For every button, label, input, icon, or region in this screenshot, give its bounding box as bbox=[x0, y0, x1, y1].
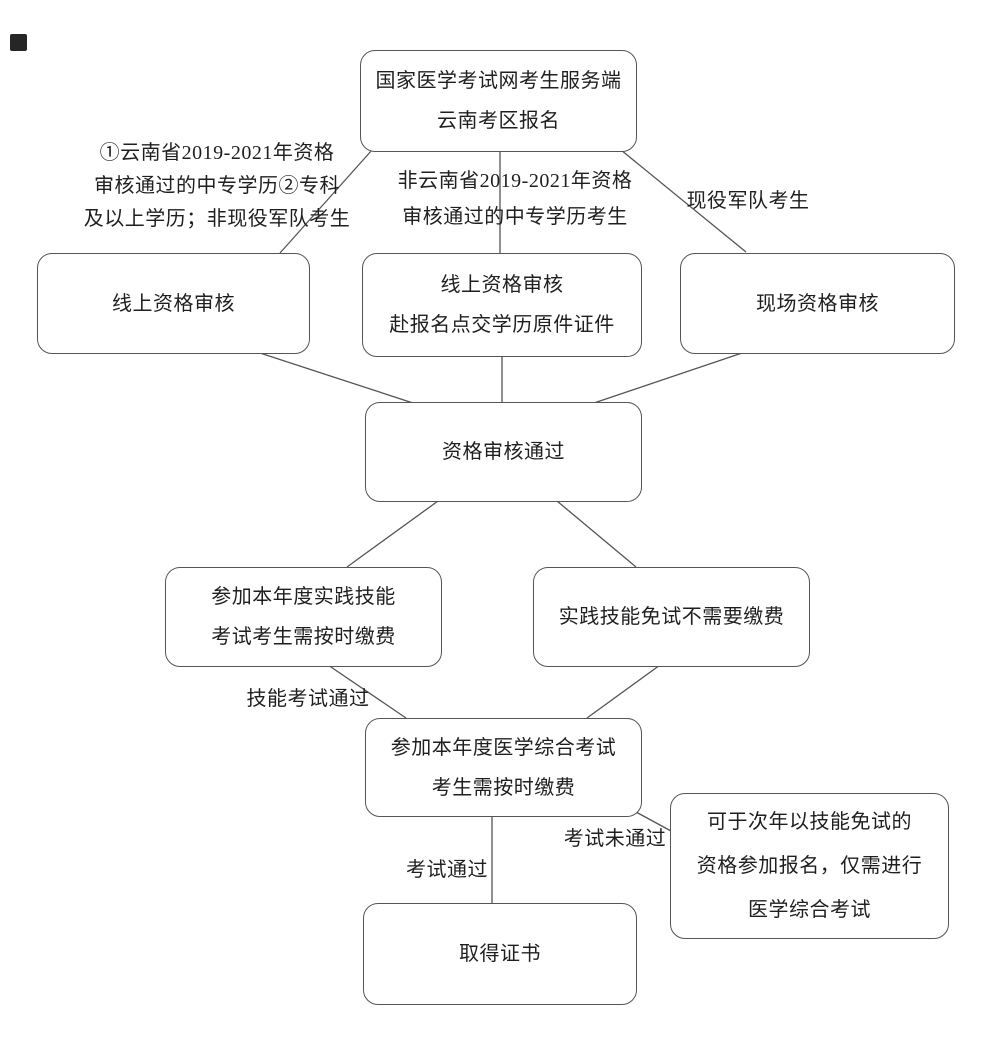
node-skill-exam-pay: 参加本年度实践技能 考试考生需按时缴费 bbox=[165, 567, 442, 667]
node-portal-line2: 云南考区报名 bbox=[437, 110, 560, 132]
node-review-passed: 资格审核通过 bbox=[365, 402, 642, 502]
edge-portal-to-online bbox=[279, 149, 373, 254]
label-mid-condition-line1: 非云南省2019-2021年资格 bbox=[397, 170, 633, 192]
edge-skill-exam-to-medical bbox=[327, 664, 407, 719]
edge-medical-to-retry bbox=[635, 811, 672, 832]
label-mid-condition-line2: 审核通过的中专学历考生 bbox=[402, 206, 628, 228]
edge-skill-exempt-to-medical bbox=[586, 664, 661, 719]
node-retry-next-year-line3: 医学综合考试 bbox=[748, 899, 871, 921]
node-retry-next-year-line1: 可于次年以技能免试的 bbox=[707, 811, 912, 833]
node-skill-exempt-line1: 实践技能免试不需要缴费 bbox=[558, 606, 785, 628]
label-right-condition: 现役军队考生 bbox=[686, 190, 810, 212]
edge-passed-to-skill-exam bbox=[346, 500, 439, 568]
label-left-condition: ①云南省2019-2021年资格 审核通过的中专学历②专科 及以上学历；非现役军… bbox=[62, 137, 372, 236]
label-exam-passed: 考试通过 bbox=[406, 859, 488, 881]
label-skill-passed: 技能考试通过 bbox=[246, 688, 370, 710]
node-medical-exam-pay: 参加本年度医学综合考试 考生需按时缴费 bbox=[365, 718, 642, 817]
node-portal-line1: 国家医学考试网考生服务端 bbox=[375, 70, 622, 92]
corner-mark-square bbox=[10, 34, 27, 51]
node-online-review: 线上资格审核 bbox=[37, 253, 310, 354]
label-mid-condition: 非云南省2019-2021年资格 审核通过的中专学历考生 bbox=[380, 163, 650, 235]
node-skill-exempt: 实践技能免试不需要缴费 bbox=[533, 567, 810, 667]
node-medical-exam-pay-line2: 考生需按时缴费 bbox=[431, 776, 576, 799]
node-retry-next-year-line2: 资格参加报名，仅需进行 bbox=[696, 855, 923, 877]
label-exam-failed: 考试未通过 bbox=[563, 828, 667, 850]
node-skill-exam-pay-line1: 参加本年度实践技能 bbox=[211, 586, 396, 608]
node-online-review-submit-line2: 赴报名点交学历原件证件 bbox=[389, 314, 615, 336]
label-left-condition-line1: ①云南省2019-2021年资格 bbox=[99, 142, 335, 164]
node-onsite-review-line1: 现场资格审核 bbox=[756, 292, 879, 315]
node-certificate-line1: 取得证书 bbox=[459, 943, 541, 965]
label-left-condition-line3: 及以上学历；非现役军队考生 bbox=[83, 208, 351, 230]
node-onsite-review: 现场资格审核 bbox=[680, 253, 955, 354]
node-certificate: 取得证书 bbox=[363, 903, 637, 1005]
label-left-condition-line2: 审核通过的中专学历②专科 bbox=[94, 175, 340, 197]
edge-passed-to-skill-exempt bbox=[556, 500, 637, 568]
node-online-review-line1: 线上资格审核 bbox=[112, 292, 235, 315]
edge-online-to-passed bbox=[259, 352, 414, 404]
node-portal: 国家医学考试网考生服务端 云南考区报名 bbox=[360, 50, 637, 152]
node-retry-next-year: 可于次年以技能免试的 资格参加报名，仅需进行 医学综合考试 bbox=[670, 793, 949, 939]
node-online-review-submit: 线上资格审核 赴报名点交学历原件证件 bbox=[362, 253, 642, 357]
node-medical-exam-pay-line1: 参加本年度医学综合考试 bbox=[390, 736, 617, 759]
edge-onsite-to-passed bbox=[593, 351, 746, 404]
node-review-passed-line1: 资格审核通过 bbox=[442, 441, 565, 463]
node-skill-exam-pay-line2: 考试考生需按时缴费 bbox=[211, 626, 396, 648]
node-online-review-submit-line1: 线上资格审核 bbox=[440, 274, 564, 296]
edge-portal-to-onsite bbox=[620, 149, 747, 253]
